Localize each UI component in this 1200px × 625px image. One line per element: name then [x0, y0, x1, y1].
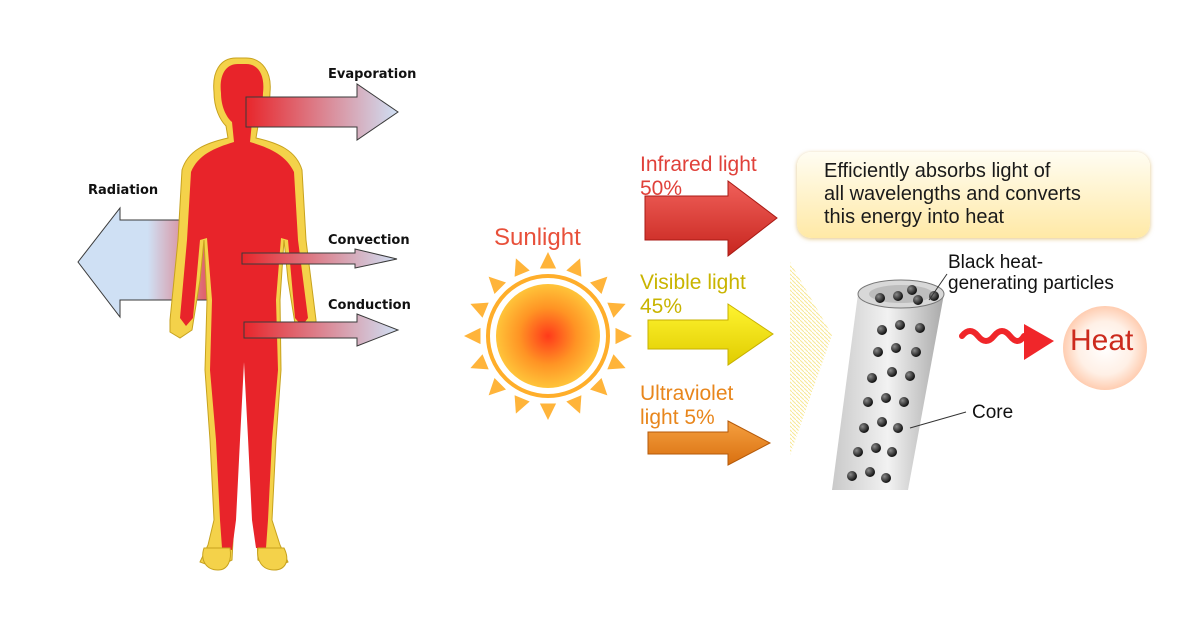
fiber-cross-section: [832, 279, 945, 490]
sun-ray: [514, 258, 530, 277]
heat-particle: [887, 367, 897, 377]
heat-particle: [847, 471, 857, 481]
sun-ray: [470, 302, 489, 318]
heat-particle: [887, 447, 897, 457]
heat-particle: [893, 423, 903, 433]
ultraviolet-name-label: Ultraviolet: [640, 382, 734, 405]
evaporation-arrow: [245, 83, 399, 141]
heat-particle: [859, 423, 869, 433]
sun-ray: [514, 395, 530, 414]
heat-particle: [899, 397, 909, 407]
heat-particle: [865, 467, 875, 477]
sun-ray: [566, 258, 582, 277]
visible-light-arrow: [647, 303, 774, 366]
heat-particle: [881, 473, 891, 483]
convection-arrow: [241, 248, 398, 269]
particles-label: Black heat- generating particles: [948, 252, 1114, 294]
heat-particle: [929, 291, 939, 301]
particles-leader-line: [928, 273, 948, 301]
callout-text: Efficiently absorbs light of all wavelen…: [824, 160, 1081, 228]
absorption-callout: Efficiently absorbs light of all wavelen…: [797, 152, 1150, 238]
human-body-figure: [169, 57, 317, 571]
sun-ray: [607, 302, 626, 318]
light-beam: [790, 262, 832, 455]
sun-ray: [464, 327, 481, 345]
conduction-label: Conduction: [328, 298, 411, 313]
heat-particle: [915, 323, 925, 333]
heat-label: Heat: [1070, 324, 1134, 357]
sun-ray: [539, 252, 557, 269]
heat-particle: [905, 371, 915, 381]
heat-wave-arrow: [959, 328, 1027, 344]
heat-particle: [877, 417, 887, 427]
heat-particle: [873, 347, 883, 357]
sun-ray: [607, 354, 626, 370]
sun-ray: [470, 354, 489, 370]
sunlight-label: Sunlight: [494, 224, 581, 251]
sun-ray: [539, 403, 557, 420]
heat-particle: [907, 285, 917, 295]
infrared-percent-label: 50%: [640, 177, 683, 200]
heat-particle: [913, 295, 923, 305]
conduction-arrow: [243, 313, 400, 347]
heat-particle: [875, 293, 885, 303]
heat-particle: [881, 393, 891, 403]
infrared-arrow: [644, 179, 778, 258]
heat-particle: [895, 320, 905, 330]
sun-icon: [464, 252, 632, 420]
heat-particle: [871, 443, 881, 453]
heat-wave-arrowhead: [1024, 324, 1054, 360]
infrared-name-label: Infrared light: [640, 153, 757, 176]
sun-ray: [590, 276, 608, 294]
ultraviolet-arrow: [647, 420, 772, 466]
heat-particle: [877, 325, 887, 335]
visible-name-label: Visible light: [640, 271, 746, 294]
convection-label: Convection: [328, 233, 410, 248]
heat-particle: [867, 373, 877, 383]
visible-percent-label: 45%: [640, 295, 683, 318]
core-label: Core: [972, 402, 1014, 423]
heat-particle: [893, 291, 903, 301]
core-leader-line: [909, 411, 967, 429]
heat-particle: [853, 447, 863, 457]
heat-glow: [1063, 306, 1147, 390]
heat-particle: [891, 343, 901, 353]
sun-ray: [488, 276, 506, 294]
ultraviolet-percent-label: light 5%: [640, 406, 715, 429]
sun-ray: [590, 378, 608, 396]
heat-particle: [911, 347, 921, 357]
heat-particle: [863, 397, 873, 407]
radiation-label: Radiation: [88, 183, 159, 198]
sun-ray: [488, 378, 506, 396]
sun-ray: [615, 327, 632, 345]
evaporation-label: Evaporation: [328, 67, 417, 82]
sun-ray: [566, 395, 582, 414]
